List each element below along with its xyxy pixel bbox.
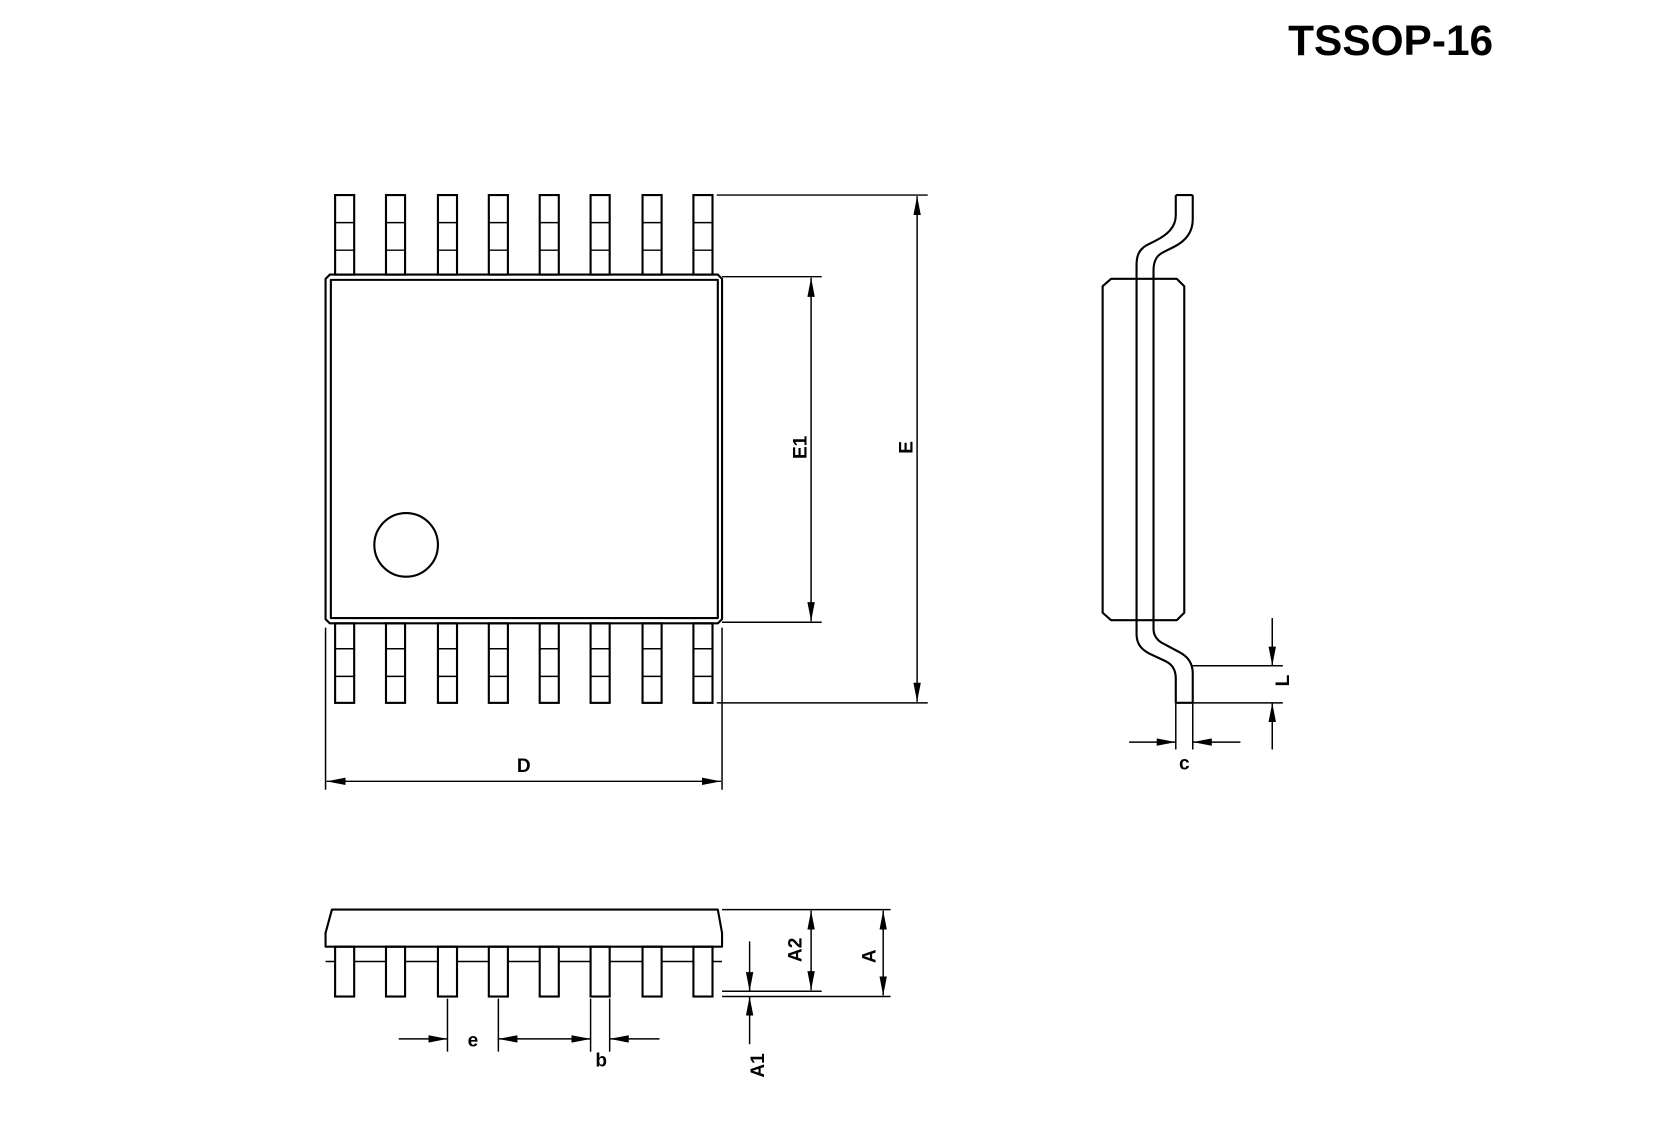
pitch-label: e: [468, 1030, 479, 1051]
l-label: L: [1273, 674, 1294, 686]
front-pin-outline: [334, 945, 356, 998]
bottom-pin-outline: [692, 622, 714, 704]
bottom-pin-outline: [334, 622, 356, 704]
lead-right-contour: [1152, 195, 1194, 703]
bottom-pin-outline: [538, 622, 560, 704]
front-pin-outline: [589, 945, 611, 998]
e1-label: E1: [791, 435, 812, 459]
front-pin-outline: [538, 945, 560, 998]
bottom-pin-outline: [589, 622, 611, 704]
bottom-pin-2: [384, 622, 407, 704]
bottom-pin-4: [487, 622, 509, 704]
top-pin-8: [692, 194, 714, 276]
bottom-pin-5: [538, 622, 560, 704]
top-pin-outline: [538, 194, 560, 276]
front-pin-3: [436, 945, 459, 998]
lead-left-contour: [1135, 195, 1177, 703]
top-pin-outline: [692, 194, 714, 276]
bottom-pin-3: [436, 622, 459, 704]
c-label: c: [1179, 754, 1190, 775]
front-pin-5: [538, 945, 560, 998]
front-pin-8: [692, 945, 714, 998]
front-pin-1: [334, 945, 356, 998]
bottom-pin-outline: [436, 622, 459, 704]
b-label: b: [595, 1050, 607, 1071]
top-pin-outline: [589, 194, 611, 276]
top-pin-outline: [334, 194, 356, 276]
front-view-body: [324, 908, 724, 948]
bottom-pin-outline: [384, 622, 407, 704]
a2-label: A2: [785, 938, 806, 962]
front-pin-2: [384, 945, 407, 998]
front-pin-outline: [641, 945, 663, 998]
bottom-pin-row: [334, 622, 714, 704]
a-label: A: [860, 949, 881, 963]
top-pin-4: [487, 194, 509, 276]
top-pin-outline: [487, 194, 509, 276]
pin1-marker-circle: [373, 512, 439, 578]
top-view-body-inner: [329, 278, 719, 620]
top-pin-outline: [641, 194, 663, 276]
front-pin-outline: [436, 945, 459, 998]
top-pin-5: [538, 194, 560, 276]
top-pin-7: [641, 194, 663, 276]
front-view: A2 A A1 e b: [324, 908, 891, 1078]
bottom-pin-8: [692, 622, 714, 704]
top-pin-3: [436, 194, 459, 276]
e-label: E: [897, 441, 918, 454]
top-pin-outline: [384, 194, 407, 276]
front-pin-row: [334, 945, 714, 998]
top-view: E1 E D: [324, 194, 928, 790]
side-view-body: [1101, 277, 1186, 622]
top-pin-outline: [436, 194, 459, 276]
a1-label: A1: [748, 1053, 769, 1078]
d-label: D: [517, 756, 531, 777]
bottom-pin-6: [589, 622, 611, 704]
front-pin-outline: [487, 945, 509, 998]
bottom-pin-outline: [641, 622, 663, 704]
front-pin-outline: [384, 945, 407, 998]
top-view-body-outer: [324, 273, 724, 625]
top-pin-row: [334, 194, 714, 276]
bottom-pin-1: [334, 622, 356, 704]
front-pin-4: [487, 945, 509, 998]
front-pin-6: [589, 945, 611, 998]
top-pin-2: [384, 194, 407, 276]
package-title: TSSOP-16: [1288, 17, 1493, 64]
front-pin-7: [641, 945, 663, 998]
bottom-pin-outline: [487, 622, 509, 704]
top-pin-6: [589, 194, 611, 276]
side-view: L c: [1101, 194, 1294, 775]
side-view-lead: [1135, 194, 1194, 704]
front-pin-outline: [692, 945, 714, 998]
bottom-pin-7: [641, 622, 663, 704]
top-pin-1: [334, 194, 356, 276]
